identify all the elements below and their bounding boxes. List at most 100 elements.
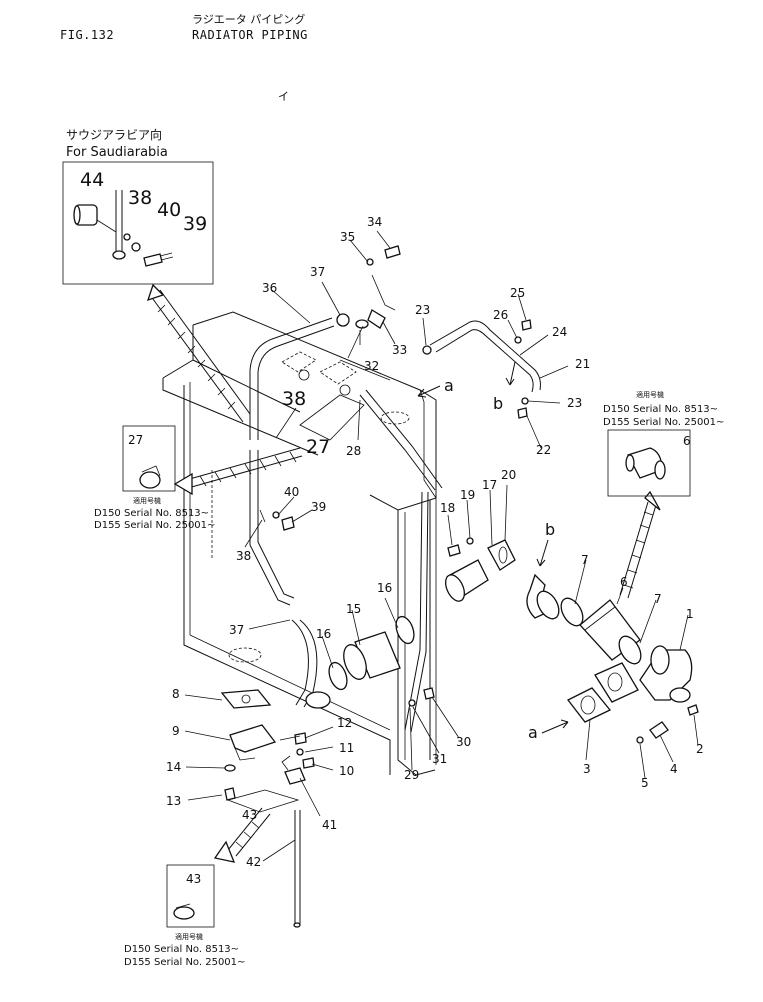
callout-17: 17 [482,478,497,492]
callout-1: 1 [686,607,694,621]
small-fittings-upper [336,245,532,419]
arrow-label-a-bottom: a [528,723,538,742]
callout-42: 42 [246,855,261,869]
inset-27-serial-d155: D155 Serial No. 25001~ [94,520,215,531]
callout-25: 25 [510,286,525,300]
pipe-42 [293,810,301,928]
callout-3: 3 [583,762,591,776]
inset-6-serial-d155: D155 Serial No. 25001~ [603,417,724,428]
callout-13: 13 [166,794,181,808]
callout-20: 20 [501,468,516,482]
bolts-39-40 [259,509,295,531]
callout-19: 19 [460,488,475,502]
pipe-38-lower [249,450,295,606]
big-callout-38: 38 [282,388,306,410]
saudi-callout-38: 38 [128,187,152,209]
fittings-left-lower [220,689,315,813]
inset-6-box [607,429,691,497]
callout-34: 34 [367,215,382,229]
inset-6-serial-d150: D150 Serial No. 8513~ [603,404,718,415]
pipe-21 [429,320,541,393]
arrow-label-a-top: a [444,376,454,395]
callout-15: 15 [346,602,361,616]
bolts-30-31 [408,687,435,707]
callout-23a: 23 [415,303,430,317]
inset-27-serial-jp: 適用号機 [133,496,161,505]
clamp-27-icon [139,465,161,489]
saudi-callout-44: 44 [80,169,104,191]
inset-43-label: 43 [186,872,201,886]
callout-11: 11 [339,741,354,755]
callout-9: 9 [172,724,180,738]
figure-title: RADIATOR PIPING [192,28,308,42]
callout-24: 24 [552,325,567,339]
callout-28: 28 [346,444,361,458]
inset-43-box [166,864,215,928]
callout-5: 5 [641,776,649,790]
callout-7a: 7 [581,553,589,567]
hatched-arrow-6 [619,490,661,599]
radiator-body [162,311,437,776]
pipe-29 [404,491,429,733]
pipe-37-lower [291,619,331,709]
callout-16b: 16 [377,581,392,595]
callout-37a: 37 [310,265,325,279]
pipe-6 [560,597,642,665]
title-japanese: ラジエータ パイピング [192,13,306,26]
inset-27-label: 27 [128,433,143,447]
callout-22: 22 [536,443,551,457]
callout-8: 8 [172,687,180,701]
callout-38: 38 [236,549,251,563]
pipe-28 [359,389,443,491]
callout-43: 43 [242,808,257,822]
hose-17-20 [444,539,516,602]
callout-2: 2 [696,742,704,756]
callout-35: 35 [340,230,355,244]
saudi-label-en: For Saudiarabia [66,145,168,160]
callout-6: 6 [620,575,628,589]
saudi-callout-40: 40 [157,199,181,221]
arrow-label-b-right: b [545,520,555,539]
hose-15 [328,615,415,691]
pipe-6-inset-icon [625,447,666,480]
callout-18: 18 [440,501,455,515]
callout-36: 36 [262,281,277,295]
pipe-36 [249,317,335,440]
inset-27-serial-d150: D150 Serial No. 8513~ [94,508,209,519]
big-callout-27: 27 [306,436,330,458]
saudi-label-jp: サウジアラビア向 [66,127,162,142]
hatched-arrow-saudi [146,283,251,423]
saudi-inset-box [62,161,214,285]
label-27-tag [299,394,365,441]
callout-10: 10 [339,764,354,778]
callout-41: 41 [322,818,337,832]
callout-numbers: 1 2 3 4 5 6 7 7 8 9 10 11 12 13 14 15 16… [166,215,704,869]
callout-31: 31 [432,752,447,766]
callout-7b: 7 [654,592,662,606]
callout-37b: 37 [229,623,244,637]
bolts-right [636,704,699,744]
callout-4: 4 [670,762,678,776]
callout-30: 30 [456,735,471,749]
callout-14: 14 [166,760,181,774]
elbow-1 [639,645,693,703]
stray-mark: イ [278,90,289,103]
inset-6-serial-jp: 適用号機 [636,390,664,399]
callout-39: 39 [311,500,326,514]
leader-lines [184,230,699,862]
callout-12: 12 [337,716,352,730]
callout-23b: 23 [567,396,582,410]
flange-3 [567,662,639,723]
hatched-arrow-43 [213,807,271,863]
inset-43-serial-jp: 適用号機 [175,932,203,941]
arrow-label-b-top: b [493,394,503,413]
callout-29: 29 [404,768,419,782]
clamp-43-icon [173,903,195,920]
callout-40: 40 [284,485,299,499]
inset-27-box [122,425,176,492]
figure-number: FIG.132 [60,28,115,42]
callout-16a: 16 [316,627,331,641]
hatched-arrow-27 [173,447,303,496]
callout-32: 32 [364,359,379,373]
